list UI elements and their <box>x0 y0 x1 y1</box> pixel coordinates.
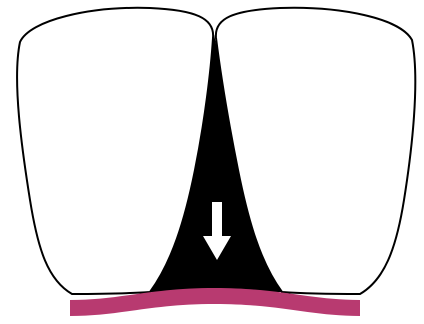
interdental-gap-diagram <box>0 0 424 324</box>
